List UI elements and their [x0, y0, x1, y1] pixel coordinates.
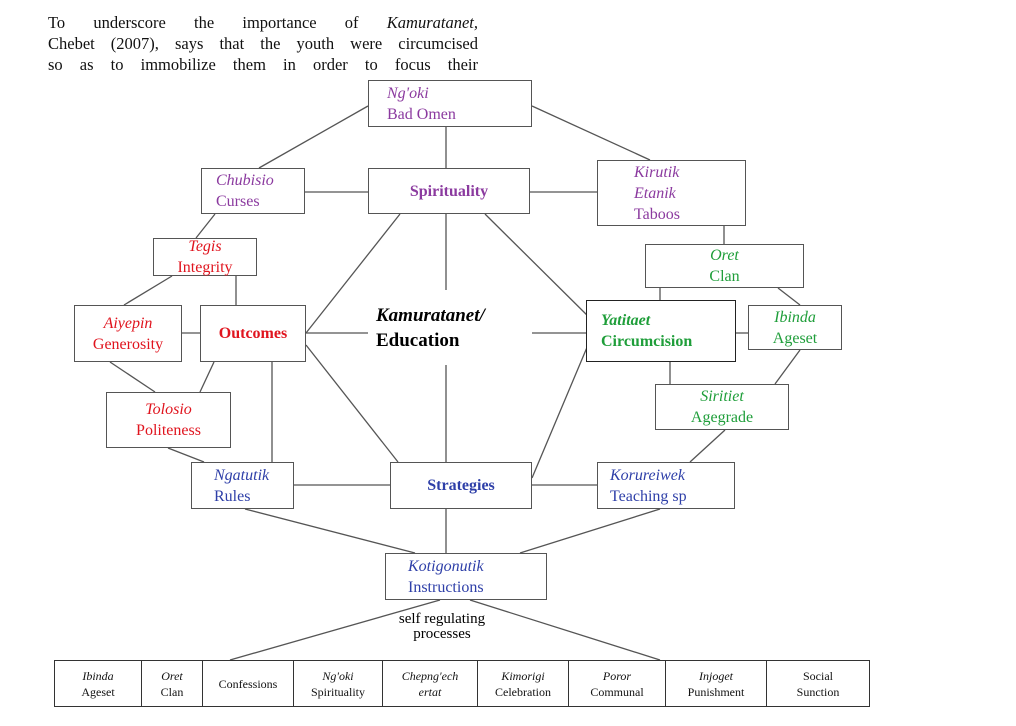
processes-table: Ibinda Ageset Oret Clan Confessions Ng'o… [54, 660, 870, 707]
table-cell-injoget: Injoget Punishment [666, 661, 767, 706]
line-spirituality-outcomes [305, 213, 401, 334]
table-cell-ngoki: Ng'oki Spirituality [294, 661, 383, 706]
table-cell-social: Social Sunction [796, 668, 840, 699]
self-regulating-label: self regulating processes [398, 611, 486, 642]
node-tegis: Tegis Integrity [153, 238, 257, 276]
table-cell-poror: Poror Communal [569, 661, 666, 706]
table-cell-chepngech: Chepng'ech ertat [383, 661, 478, 706]
node-yatitaet: Yatitaet Circumcision [586, 300, 736, 362]
node-spirituality: Spirituality [368, 168, 530, 214]
line-ibinda-siritiet [774, 349, 801, 385]
paragraph-line-2: Chebet (2007), says that the youth were … [48, 34, 478, 53]
node-siritiet: Siritiet Agegrade [655, 384, 789, 430]
node-tolosio: Tolosio Politeness [106, 392, 231, 448]
line-korureiwek-kotigonutik [519, 508, 661, 554]
paragraph-line-1: To underscore the importance of Kamurata… [48, 13, 478, 32]
node-kotigonutik: Kotigonutik Instructions [385, 553, 547, 600]
node-chubisio: Chubisio Curses [201, 168, 305, 214]
line-chubisio-tegis [195, 213, 216, 239]
node-ngoki: Ng'oki Bad Omen [368, 80, 532, 127]
line-outcomes-strategies [305, 344, 399, 463]
node-kamuratanet-education: Kamuratanet/ Education [368, 290, 532, 365]
node-ngatutik: Ngatutik Rules [191, 462, 294, 509]
line-ngoki-chubisio [258, 105, 369, 169]
node-korureiwek: Korureiwek Teaching sp [597, 462, 735, 509]
line-strategies-yatitaet [531, 344, 589, 479]
line-ngoki-kirutik [531, 105, 651, 161]
table-cell-confessions: Confessions [203, 661, 294, 706]
node-ibinda: Ibinda Ageset [748, 305, 842, 350]
line-fan-left [229, 599, 441, 661]
line-tolosio-ngatutik [167, 447, 205, 463]
line-ngatutik-kotigonutik [244, 508, 416, 554]
line-aiyepin-tolosio [109, 361, 156, 393]
line-spirituality-yatitaet [484, 213, 598, 326]
table-cell-kimorigi: Kimorigi Celebration [478, 661, 569, 706]
node-outcomes: Outcomes [200, 305, 306, 362]
node-aiyepin: Aiyepin Generosity [74, 305, 182, 362]
node-oret: Oret Clan [645, 244, 804, 288]
node-kirutik: Kirutik Etanik Taboos [597, 160, 746, 226]
line-outcomes-tolosio [199, 361, 215, 393]
node-strategies: Strategies [390, 462, 532, 509]
line-fan-right [469, 599, 661, 661]
intro-paragraph: To underscore the importance of Kamurata… [48, 12, 478, 75]
paragraph-line-3: so as to immobilize them in order to foc… [48, 55, 478, 74]
table-cell-ibinda: Ibinda Ageset [55, 661, 142, 706]
line-siritiet-korureiwek [689, 429, 726, 463]
table-cell-oret: Oret Clan [142, 661, 203, 706]
line-oret-ibinda [777, 287, 801, 306]
line-tegis-aiyepin [123, 275, 173, 306]
